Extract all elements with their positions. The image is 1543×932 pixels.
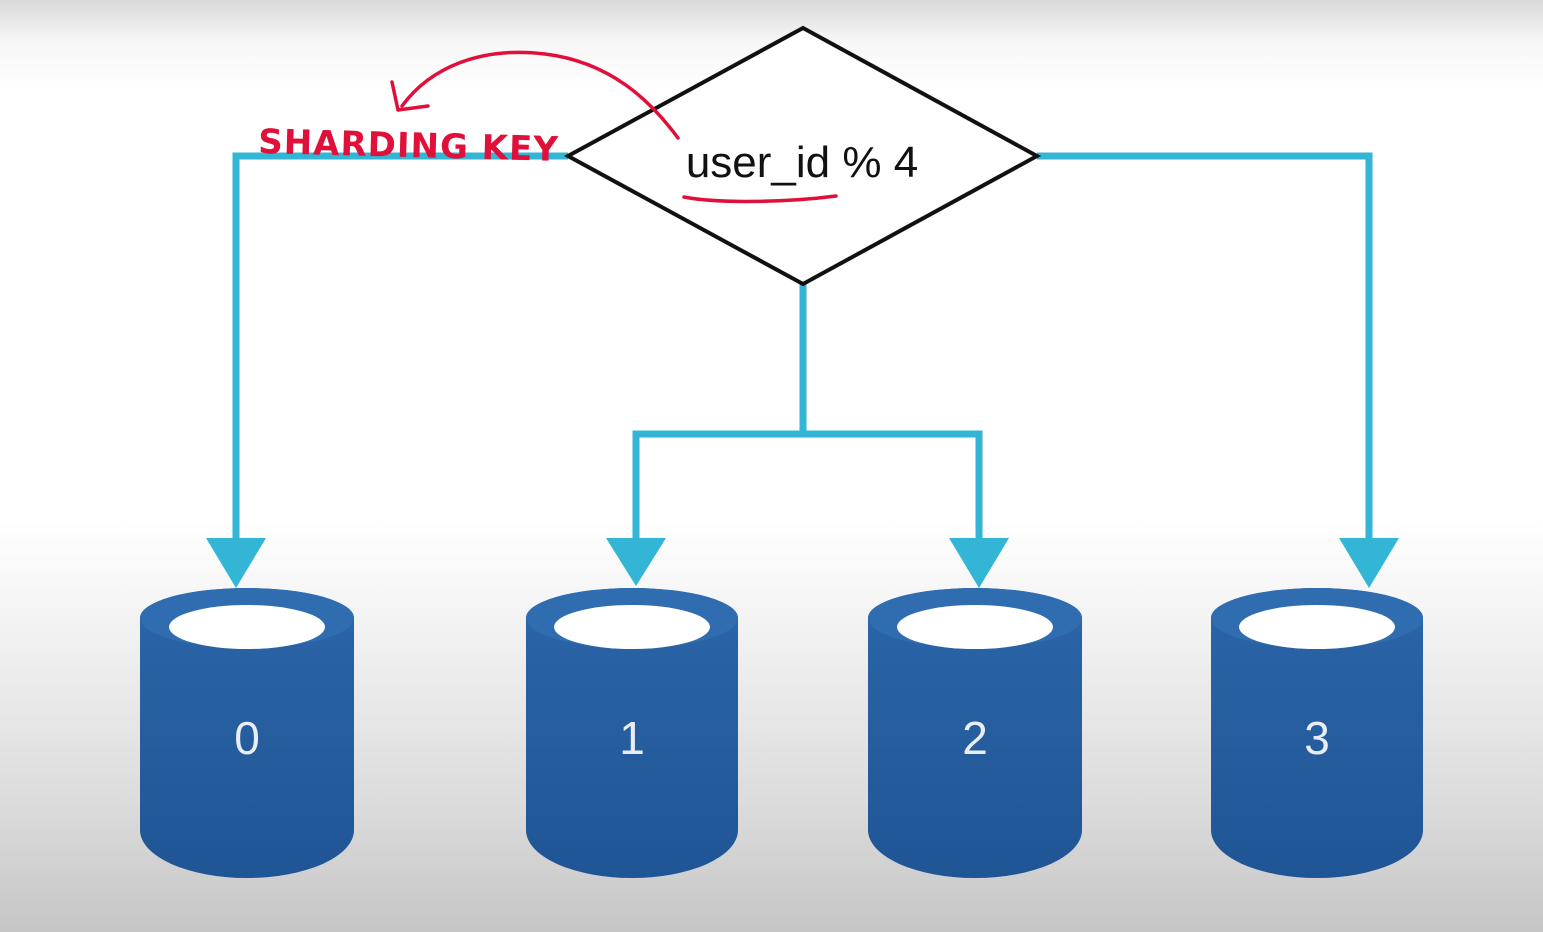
decision-diamond bbox=[563, 25, 1042, 287]
connector-to-shard-2 bbox=[803, 430, 983, 548]
connectors bbox=[232, 152, 1373, 548]
arrowhead-shard-1 bbox=[606, 538, 666, 586]
database-opening bbox=[1239, 605, 1395, 649]
sharding-key-label: SHARDING KEY bbox=[258, 122, 560, 170]
decision-label: user_id % 4 bbox=[686, 138, 918, 187]
database-body bbox=[140, 588, 354, 878]
database-opening bbox=[169, 605, 325, 649]
arrowhead-shard-2 bbox=[949, 538, 1009, 588]
database-body bbox=[1211, 588, 1423, 878]
database-shard-2: 2 bbox=[868, 588, 1082, 878]
database-label: 0 bbox=[234, 712, 260, 764]
database-body bbox=[868, 588, 1082, 878]
sharding-key-annotation bbox=[390, 50, 838, 204]
arrowheads bbox=[206, 538, 1399, 588]
database-label: 1 bbox=[619, 712, 645, 764]
decision-node: user_id % 4 bbox=[563, 25, 1042, 287]
connector-to-shard-3 bbox=[1037, 152, 1373, 548]
arrowhead-shard-0 bbox=[206, 538, 266, 588]
database-opening bbox=[897, 605, 1053, 649]
database-label: 2 bbox=[962, 712, 988, 764]
database-shard-3: 3 bbox=[1211, 588, 1423, 878]
connector-to-shard-1 bbox=[632, 430, 803, 548]
annotation-curved-arrow bbox=[400, 50, 680, 140]
connector-to-shard-0 bbox=[232, 152, 568, 548]
database-label: 3 bbox=[1304, 712, 1330, 764]
annotation-arrowhead-icon bbox=[390, 80, 430, 112]
database-shard-0: 0 bbox=[140, 588, 354, 878]
database-opening bbox=[554, 605, 710, 649]
database-shard-1: 1 bbox=[526, 588, 738, 878]
arrowhead-shard-3 bbox=[1339, 538, 1399, 588]
database-body bbox=[526, 588, 738, 878]
annotation-underline bbox=[682, 194, 838, 204]
